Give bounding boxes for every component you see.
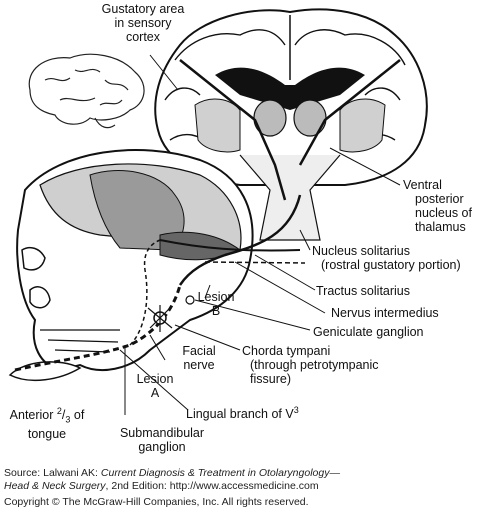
label-facial-nerve: Facial nerve (182, 344, 216, 372)
skull-illustration (8, 149, 254, 382)
brain-icon (28, 53, 145, 129)
taste-pathway-lines (14, 194, 306, 372)
label-nucleus-solitarius: Nucleus solitarius (rostral gustatory po… (312, 244, 461, 272)
leader-lines (119, 54, 401, 415)
label-nervus-intermedius: Nervus intermedius (331, 306, 439, 320)
label-lesion-b: Lesion B (197, 290, 235, 318)
label-ventral-posterior-nucleus: Ventral posterior nucleus of thalamus (403, 178, 472, 234)
label-anterior-tongue: Anterior 2/3 of tongue (9, 406, 85, 441)
label-submandibular-ganglion: Submandibular ganglion (119, 426, 205, 454)
coronal-brain-section (154, 8, 428, 241)
copyright-notice: Copyright © The McGraw-Hill Companies, I… (4, 496, 309, 508)
gustatory-pathway-illustration (8, 8, 428, 415)
label-gustatory-area: Gustatory area in sensory cortex (101, 2, 185, 44)
source-citation: Source: Lalwani AK: Current Diagnosis & … (4, 467, 340, 492)
label-chorda-tympani: Chorda tympani (through petrotympanic fi… (242, 344, 379, 386)
label-geniculate-ganglion: Geniculate ganglion (313, 325, 424, 339)
label-lingual-branch: Lingual branch of V3 (186, 405, 299, 422)
label-lesion-a: Lesion A (136, 372, 174, 400)
label-tractus-solitarius: Tractus solitarius (316, 284, 411, 298)
